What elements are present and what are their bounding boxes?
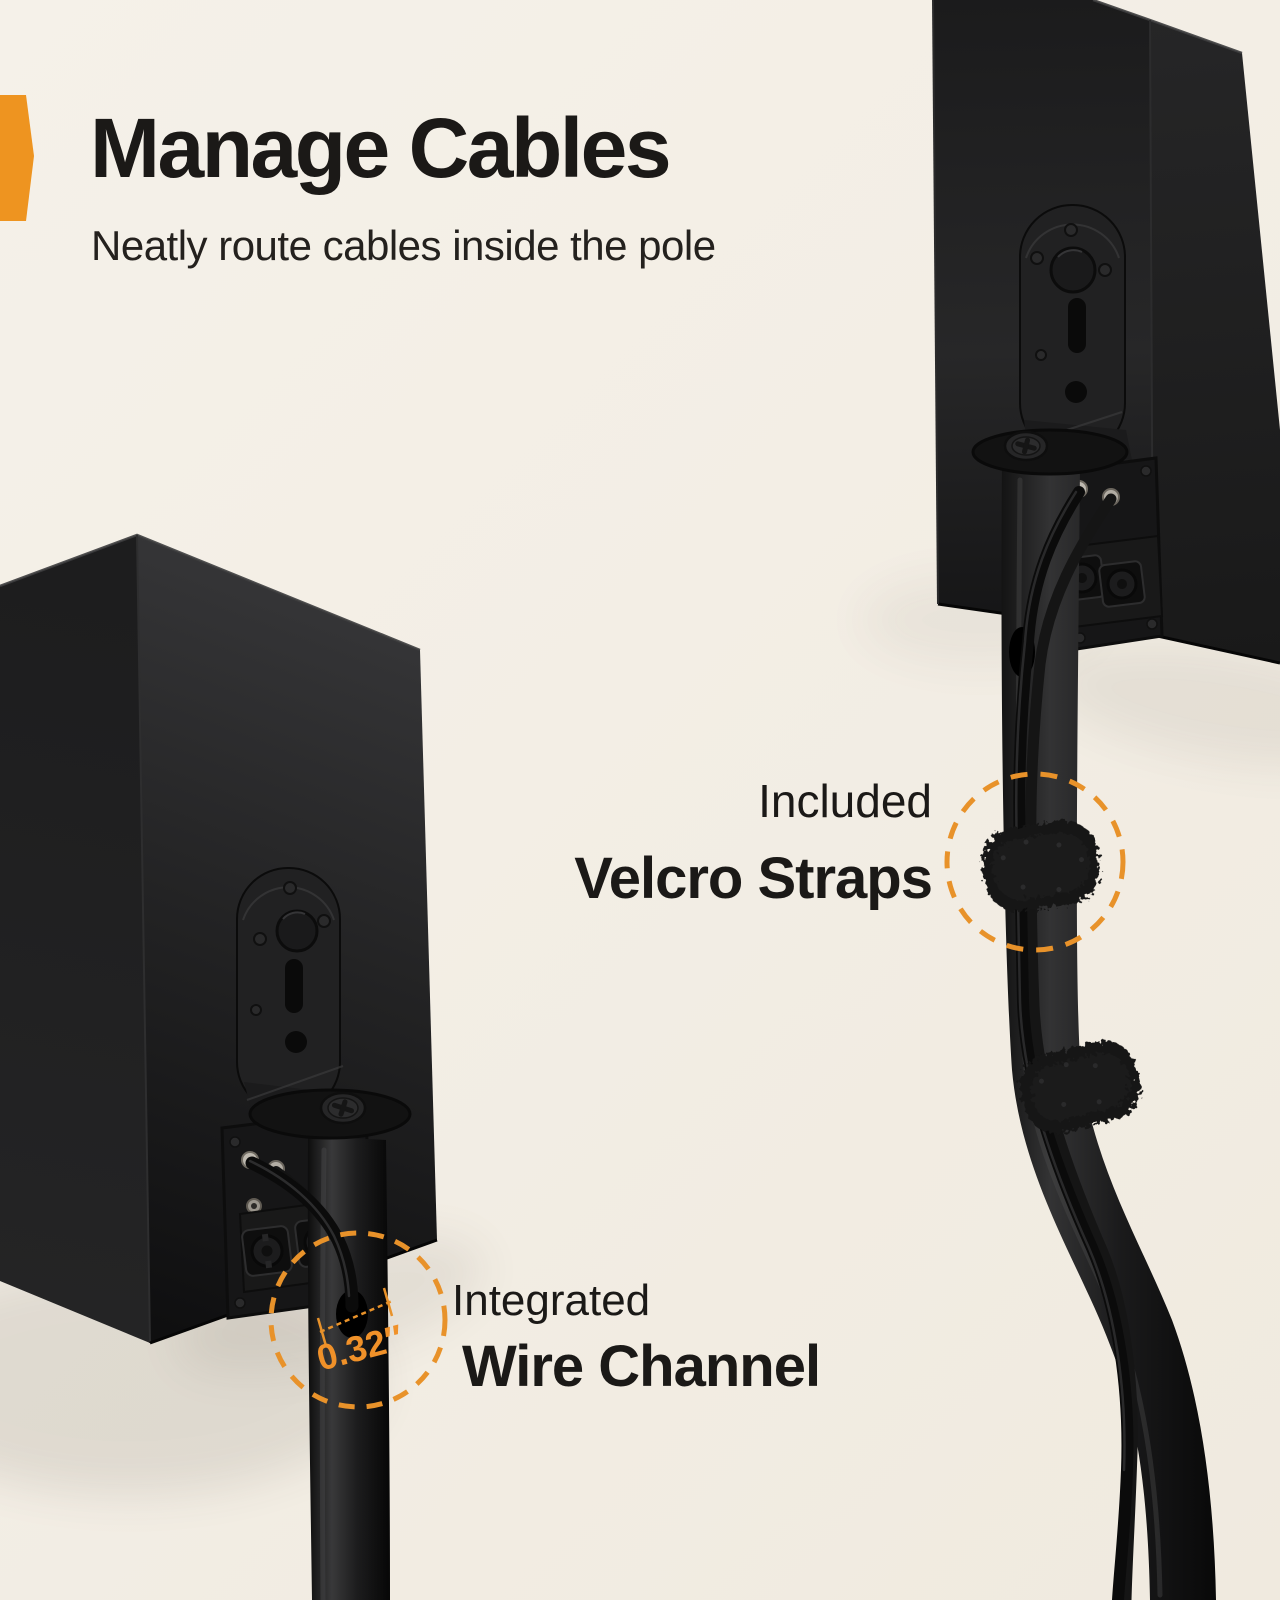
foot-screw (319, 1091, 367, 1125)
left-bracket-foot (248, 1088, 412, 1140)
left-speaker-side-face (0, 535, 150, 1343)
accent-ribbon (0, 95, 34, 221)
right-speaker-cables (1013, 486, 1138, 1600)
wire-channel-hole (336, 1290, 368, 1338)
right-mounting-bracket (1019, 204, 1132, 460)
bracket-screws (250, 881, 331, 1016)
left-speaker-pole (307, 1136, 390, 1600)
dashed-circle-wire-channel (268, 1230, 448, 1410)
speakon-connector (1098, 560, 1146, 608)
right-connector-plate (1058, 456, 1164, 652)
measurement-marks (316, 1287, 394, 1347)
left-speaker (0, 533, 438, 1600)
right-bracket-foot (971, 428, 1129, 476)
velcro-callout-line1: Included (758, 775, 932, 827)
page-title: Manage Cables (90, 101, 672, 195)
foot-screw (1003, 430, 1049, 462)
bracket-knob (1049, 246, 1097, 294)
bracket-keyhole-slot (1068, 298, 1086, 353)
page-subtitle: Neatly route cables inside the pole (91, 222, 716, 269)
bracket-hole (1065, 381, 1087, 403)
wire-channel-callout-line1: Integrated (452, 1276, 651, 1325)
left-speaker-cable (245, 1156, 359, 1313)
bracket-screws (1030, 223, 1112, 361)
velcro-strap-lower (1019, 1040, 1141, 1134)
velcro-strap-upper (982, 820, 1100, 912)
wire-channel-callout-line2: Wire Channel (462, 1334, 821, 1399)
bracket-keyhole-slot (285, 959, 303, 1013)
velcro-callout-line2: Velcro Straps (574, 846, 933, 911)
speakon-connector (241, 1225, 293, 1277)
annotations (268, 771, 1126, 1410)
right-speaker (932, 0, 1280, 1600)
bracket-knob (275, 909, 319, 953)
left-mounting-bracket (236, 867, 352, 1124)
right-speaker-side-face (1150, 20, 1280, 663)
bracket-hole (285, 1031, 307, 1053)
dashed-circle-velcro (944, 771, 1126, 953)
